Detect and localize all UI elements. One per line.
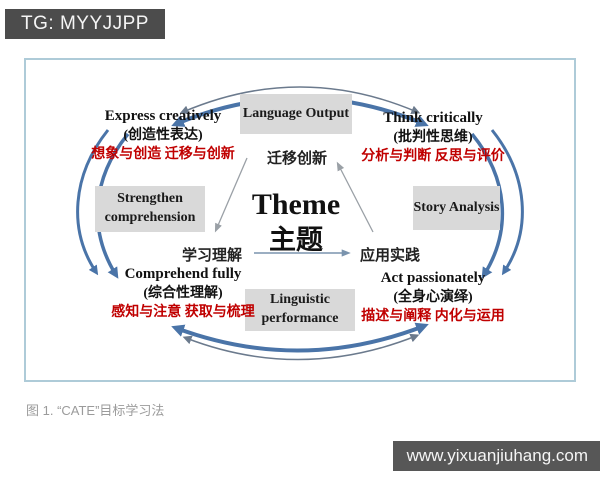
corner-comprehend-fully: Comprehend fully (综合性理解) 感知与注意 获取与梳理	[88, 264, 278, 322]
corner-red: 描述与阐释 内化与运用	[361, 309, 505, 324]
corner-red: 感知与注意 获取与梳理	[111, 305, 255, 320]
corner-express-creatively: Express creatively (创造性表达) 想象与创造 迁移与创新	[68, 106, 258, 164]
corner-think-critically: Think critically (批判性思维) 分析与判断 反思与评价	[338, 108, 528, 166]
theme-center: Theme 主题	[222, 188, 370, 258]
cycle-label-left: 学习理解	[181, 248, 242, 264]
corner-en: Express creatively	[104, 108, 222, 124]
corner-zh: (综合性理解)	[143, 286, 223, 301]
node-language-output: Language Output	[240, 94, 352, 134]
watermark-url-badge: www.yixuanjiuhang.com	[392, 441, 600, 471]
corner-red: 分析与判断 反思与评价	[361, 149, 505, 164]
figure-caption: 图 1. “CATE”目标学习法	[26, 403, 165, 418]
flow-arrows-layer	[76, 86, 524, 361]
corner-zh: (全身心演绎)	[393, 290, 473, 305]
node-strengthen-comprehension: Strengthen comprehension	[95, 186, 205, 232]
corner-red: 想象与创造 迁移与创新	[91, 147, 235, 162]
watermark-top-badge: TG: MYYJJPP	[5, 9, 165, 39]
cycle-arrow-right-icon	[470, 129, 524, 279]
figure-frame: Language Output Strengthen comprehension…	[24, 58, 576, 382]
inner-cycle-arrows-icon	[214, 157, 374, 257]
corner-act-passionately: Act passionately (全身心演绎) 描述与阐释 内化与运用	[338, 268, 528, 326]
cycle-label-top: 迁移创新	[266, 151, 327, 167]
cycle-arrow-bottom-icon	[171, 322, 429, 361]
theme-title-zh: 主题	[269, 225, 323, 255]
theme-title-en: Theme	[251, 188, 341, 221]
corner-zh: (创造性表达)	[123, 128, 203, 143]
corner-en: Comprehend fully	[124, 266, 242, 282]
corner-en: Think critically	[383, 110, 483, 126]
corner-zh: (批判性思维)	[393, 130, 473, 145]
node-story-analysis: Story Analysis	[413, 186, 500, 230]
corner-en: Act passionately	[380, 270, 486, 286]
cycle-label-right: 应用实践	[359, 248, 420, 264]
node-linguistic-performance: Linguistic performance	[245, 289, 355, 331]
